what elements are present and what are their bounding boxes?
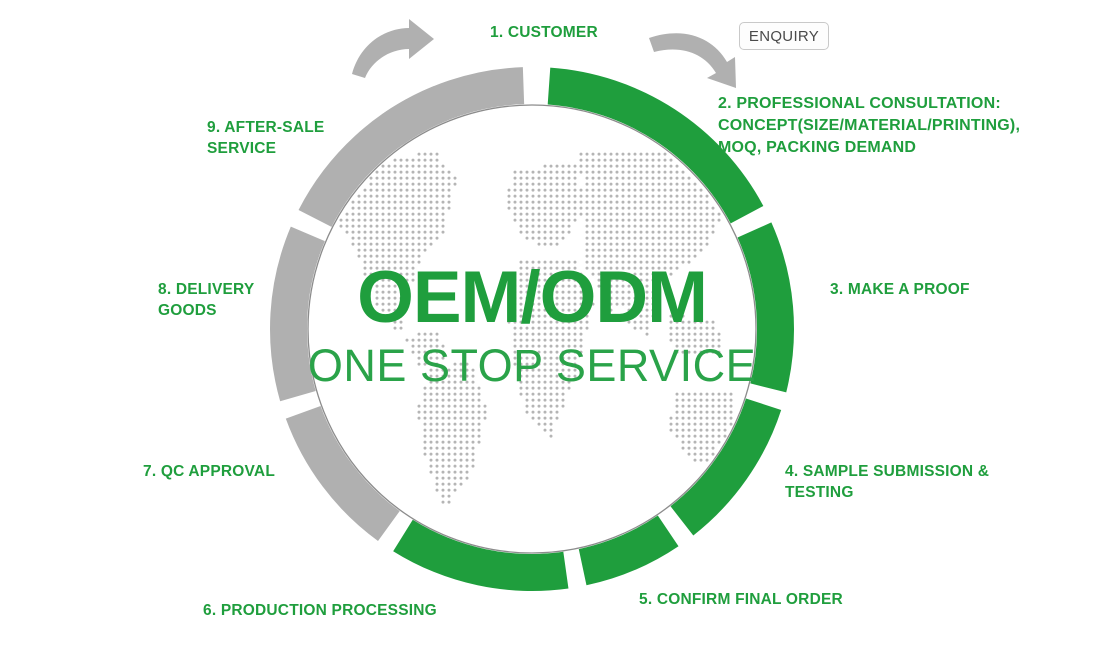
step-label-5: 5. CONFIRM FINAL ORDER	[639, 591, 843, 608]
step-label-1: 1. CUSTOMER	[490, 24, 598, 41]
curved-arrow-right-icon	[649, 33, 736, 88]
ring-segment-4[interactable]	[670, 398, 782, 536]
step-label-7: 7. QC APPROVAL	[143, 463, 275, 480]
step-label-3: 3. MAKE A PROOF	[830, 281, 970, 298]
ring-segment-9[interactable]	[298, 86, 448, 227]
ring-segment-8[interactable]	[269, 226, 325, 402]
ring-segment-3[interactable]	[737, 222, 794, 393]
curved-arrow-left-icon	[352, 19, 434, 78]
ring-segment-5[interactable]	[578, 515, 679, 586]
ring-segment-6[interactable]	[393, 519, 569, 592]
step-label-8: 8. DELIVERY GOODS	[158, 281, 255, 320]
ring-segment-7[interactable]	[285, 405, 400, 541]
step-label-6: 6. PRODUCTION PROCESSING	[203, 602, 437, 619]
step-label-2: 2. PROFESSIONAL CONSULTATION: CONCEPT(SI…	[718, 95, 1021, 157]
step-label-9: 9. AFTER-SALE SERVICE	[207, 119, 325, 158]
ring-segment-2[interactable]	[547, 67, 764, 224]
step-label-4: 4. SAMPLE SUBMISSION & TESTING	[785, 463, 990, 502]
ring-inner-outline	[307, 104, 757, 554]
enquiry-button[interactable]: ENQUIRY	[739, 22, 829, 50]
